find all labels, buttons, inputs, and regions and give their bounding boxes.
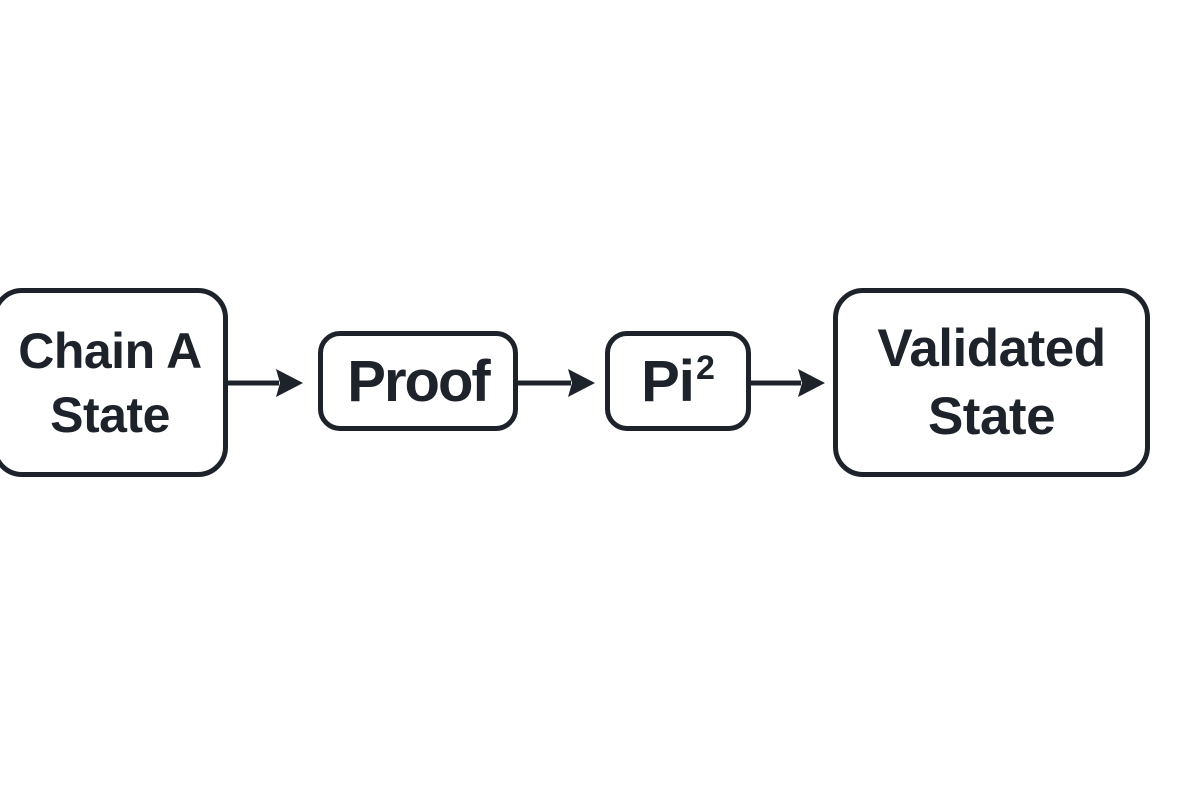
- pi-label-base: Pi: [641, 348, 695, 414]
- node-validated-state: Validated State: [833, 288, 1150, 477]
- flow-arrow-icon: [518, 369, 595, 397]
- node-label-line: Validated: [877, 318, 1106, 378]
- node-label: Pi 2: [641, 348, 715, 414]
- node-label-line: State: [927, 386, 1056, 446]
- node-pi-squared: Pi 2: [605, 331, 751, 431]
- flow-arrow-icon: [748, 369, 825, 397]
- node-chain-a-state: Chain A State: [0, 288, 228, 477]
- node-label: Proof: [347, 348, 490, 414]
- node-label-line: Chain A: [18, 322, 202, 379]
- flow-arrow-icon: [228, 369, 303, 397]
- node-label-line: State: [50, 386, 170, 443]
- node-proof: Proof: [318, 331, 518, 431]
